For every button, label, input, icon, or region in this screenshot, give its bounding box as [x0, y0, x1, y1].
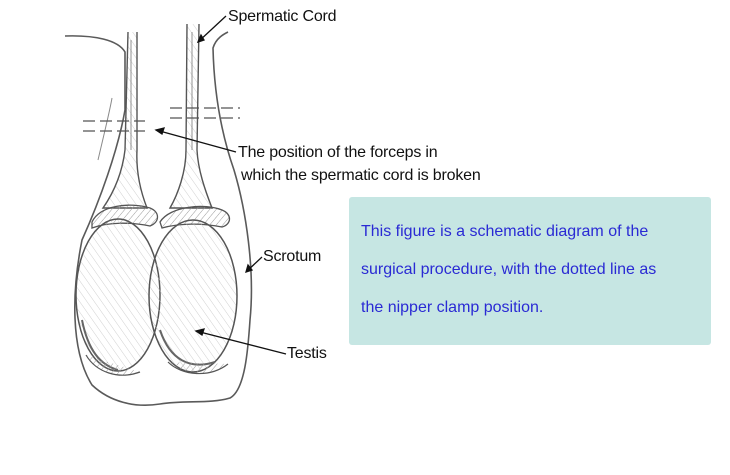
- forceps-leader: [155, 129, 237, 153]
- caption-line-1: This figure is a schematic diagram of th…: [361, 223, 649, 240]
- caption-line-2: surgical procedure, with the dotted line…: [361, 261, 657, 278]
- forceps-label-line2: which the spermatic cord is broken: [241, 167, 481, 184]
- scrotum-outline: [64, 31, 253, 406]
- right-cord: [168, 23, 214, 209]
- testis-leader: [195, 330, 287, 355]
- forceps-position-lines: [83, 107, 240, 132]
- caption-box: This figure is a schematic diagram of th…: [349, 197, 711, 345]
- scrotum-label: Scrotum: [263, 248, 322, 265]
- scrotum-inner-line: [97, 97, 113, 161]
- right-testis: [148, 219, 238, 373]
- testis-label: Testis: [287, 345, 327, 362]
- spermatic-cord-label: Spermatic Cord: [228, 8, 337, 25]
- forceps-label-line1: The position of the forceps in: [238, 144, 438, 161]
- caption-line-3: the nipper clamp position.: [361, 299, 544, 316]
- left-testis: [75, 218, 161, 372]
